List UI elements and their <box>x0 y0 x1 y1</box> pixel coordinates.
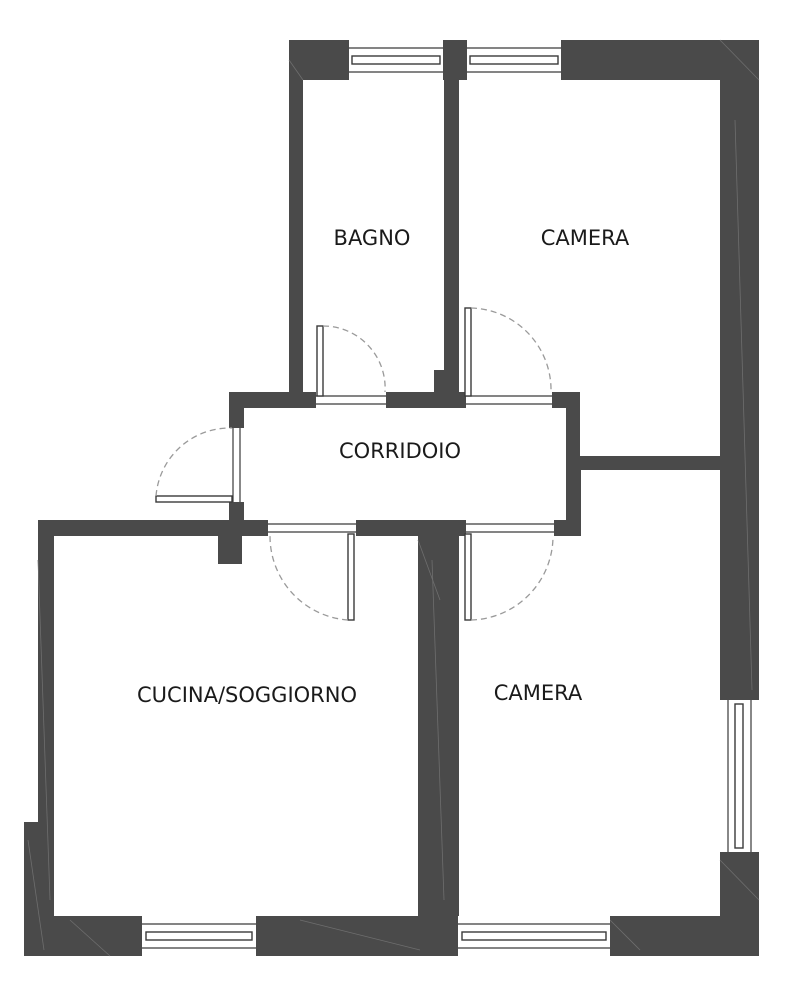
wall-kitchen-column <box>218 536 242 564</box>
door-cucina <box>268 520 356 621</box>
window-camera-right <box>720 700 759 852</box>
room-label-camera-top: CAMERA <box>541 226 630 250</box>
floors <box>54 80 720 916</box>
wall-bagno-notch <box>434 370 446 394</box>
room-labels: BAGNO CAMERA CORRIDOIO CUCINA/SOGGIORNO … <box>137 226 630 707</box>
floor-corridoio <box>244 408 566 520</box>
doors <box>155 307 554 621</box>
wall-left-bump <box>24 822 44 956</box>
room-label-bagno: BAGNO <box>334 226 411 250</box>
floor-camera-bottom <box>459 536 720 916</box>
door-camera-top <box>464 307 552 408</box>
floor-bagno <box>303 80 444 392</box>
room-label-camera-bottom: CAMERA <box>494 681 583 705</box>
window-camera-top <box>467 40 561 80</box>
floor-camera-top-lower <box>580 392 720 456</box>
floor-camera-bottom-upper <box>581 472 720 536</box>
window-cucina <box>142 916 256 956</box>
window-bagno <box>349 40 443 80</box>
floor-cucina-soggiorno <box>54 536 418 916</box>
room-label-corridoio: CORRIDOIO <box>339 439 461 463</box>
floor-camera-top <box>459 80 720 392</box>
door-bagno <box>316 325 386 408</box>
window-camera-bottom <box>458 916 610 956</box>
room-label-cucina-soggiorno: CUCINA/SOGGIORNO <box>137 683 357 707</box>
wall-hatching <box>27 39 760 957</box>
windows <box>142 40 759 956</box>
door-camera-bottom <box>464 520 554 621</box>
door-entrance <box>155 427 244 503</box>
